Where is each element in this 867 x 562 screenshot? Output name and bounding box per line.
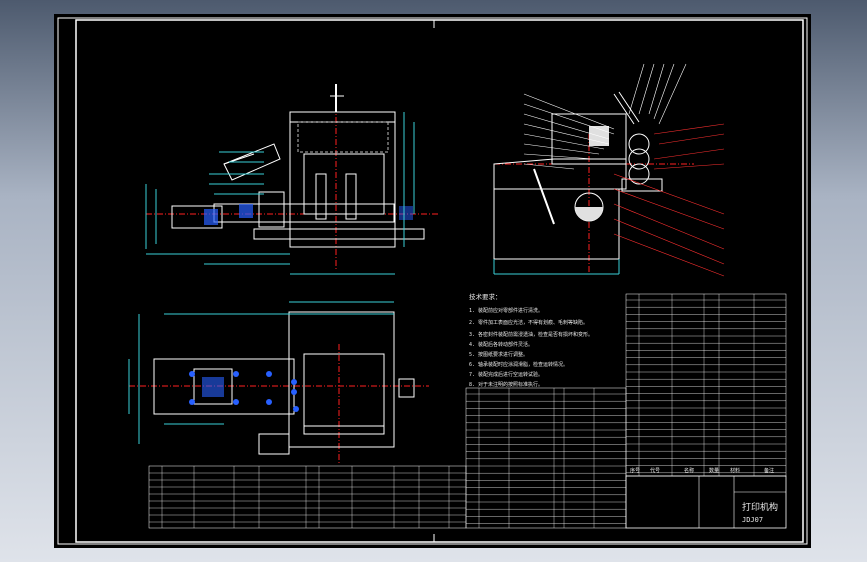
top-view bbox=[128, 301, 429, 464]
bom-rows bbox=[466, 294, 786, 528]
drawing-sheet[interactable]: 技术要求： 1. 装配前应对零部件进行清洗。 2. 零件加工表面应光洁，不得有划… bbox=[54, 14, 811, 548]
svg-text:3. 各密封件装配前需浸透油，检查是否有损坏和变形。: 3. 各密封件装配前需浸透油，检查是否有损坏和变形。 bbox=[469, 331, 593, 338]
svg-text:代号: 代号 bbox=[650, 467, 660, 474]
svg-text:8. 对于未注明的按照标准执行。: 8. 对于未注明的按照标准执行。 bbox=[469, 381, 543, 388]
drawing-canvas: 技术要求： 1. 装配前应对零部件进行清洗。 2. 零件加工表面应光洁，不得有划… bbox=[57, 17, 808, 545]
svg-text:2. 零件加工表面应光洁，不得有划痕、毛刺等缺陷。: 2. 零件加工表面应光洁，不得有划痕、毛刺等缺陷。 bbox=[469, 319, 588, 326]
front-view bbox=[145, 84, 439, 275]
outer-border bbox=[57, 17, 808, 545]
drawing-name: 打印机构 bbox=[742, 501, 778, 513]
svg-text:7. 装配完成后进行空运转试验。: 7. 装配完成后进行空运转试验。 bbox=[469, 371, 543, 378]
drawing-number: JDJ07 bbox=[742, 516, 763, 524]
side-view bbox=[493, 63, 725, 277]
parts-list-bottom bbox=[148, 465, 467, 529]
title-block: 打印机构 JDJ07 序号 代号 名称 数量 材料 备注 bbox=[625, 467, 787, 529]
technical-notes: 技术要求： 1. 装配前应对零部件进行清洗。 2. 零件加工表面应光洁，不得有划… bbox=[469, 292, 593, 388]
svg-text:6. 轴承装配时应涂润滑脂，检查运转情况。: 6. 轴承装配时应涂润滑脂，检查运转情况。 bbox=[469, 361, 568, 368]
svg-text:5. 按图纸要求进行调整。: 5. 按图纸要求进行调整。 bbox=[469, 351, 528, 358]
svg-text:4. 装配后各转动部件灵活。: 4. 装配后各转动部件灵活。 bbox=[469, 341, 533, 348]
svg-text:1. 装配前应对零部件进行清洗。: 1. 装配前应对零部件进行清洗。 bbox=[469, 307, 543, 314]
svg-text:材料: 材料 bbox=[730, 467, 740, 474]
inner-border bbox=[75, 19, 804, 543]
svg-text:数量: 数量 bbox=[709, 467, 719, 474]
notes-title: 技术要求： bbox=[469, 292, 502, 301]
svg-text:备注: 备注 bbox=[764, 467, 774, 474]
svg-text:名称: 名称 bbox=[684, 467, 694, 474]
svg-text:序号: 序号 bbox=[630, 467, 640, 474]
